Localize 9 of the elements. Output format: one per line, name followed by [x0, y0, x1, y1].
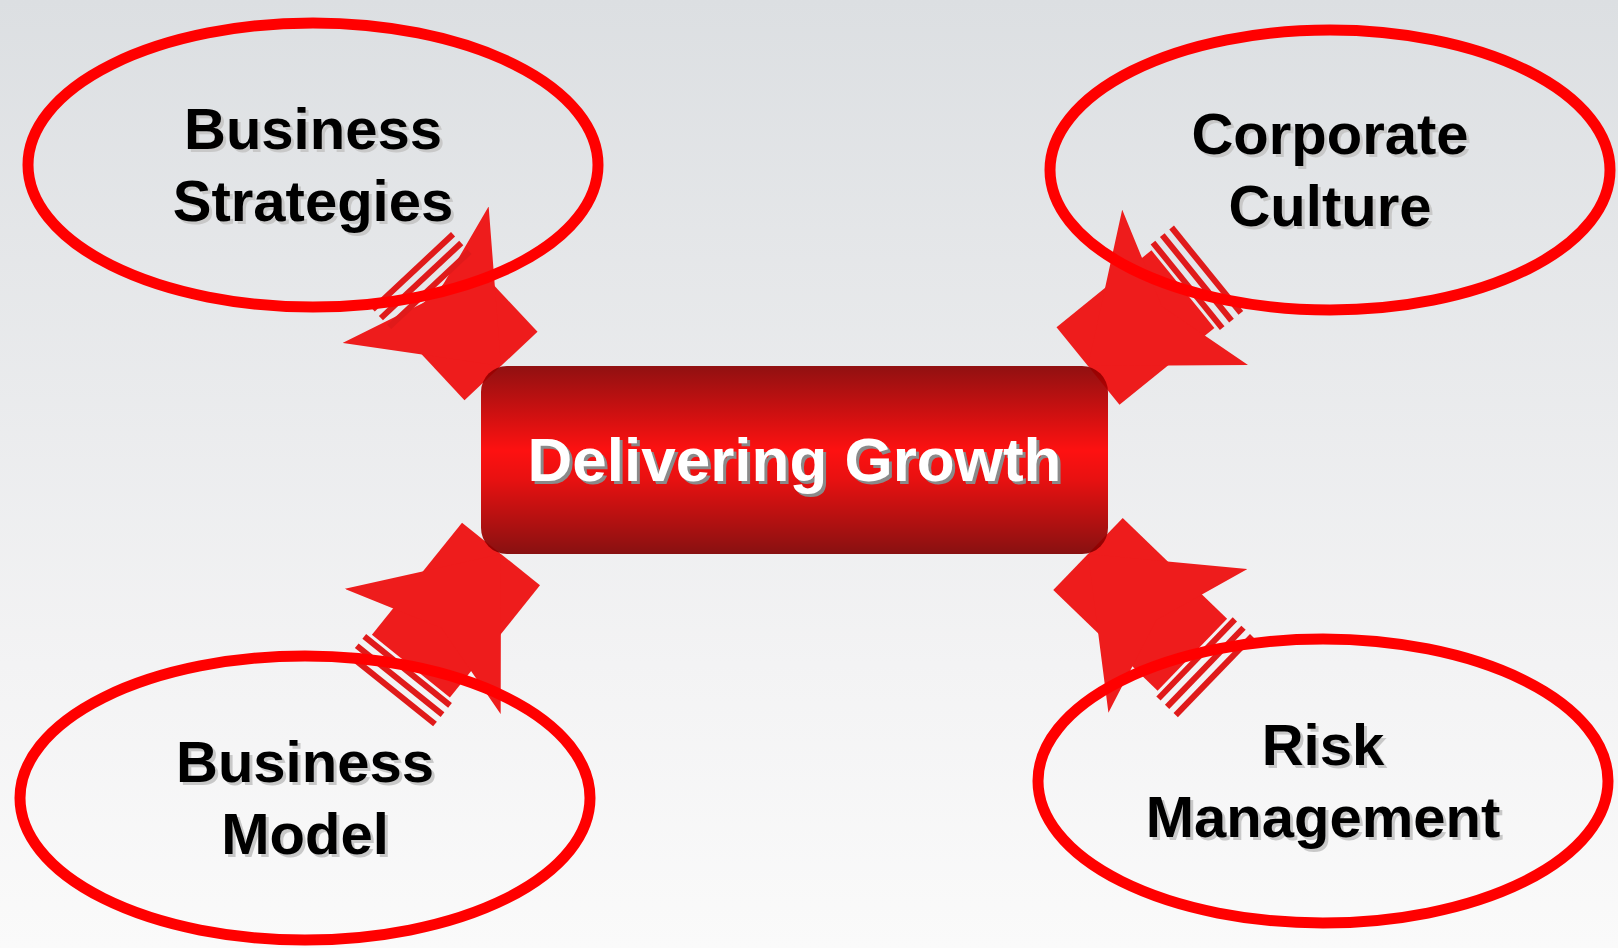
block-arrow	[1053, 518, 1248, 713]
node-label: Risk Management	[1144, 710, 1502, 851]
block-arrow	[342, 206, 538, 401]
node-label: Corporate Culture	[1190, 99, 1470, 240]
node-label: Business Model	[175, 727, 435, 868]
block-arrow	[1056, 209, 1249, 405]
block-arrow	[344, 522, 540, 715]
node-label: Business Strategies	[171, 94, 455, 235]
node-label: Delivering Growth	[527, 424, 1062, 497]
